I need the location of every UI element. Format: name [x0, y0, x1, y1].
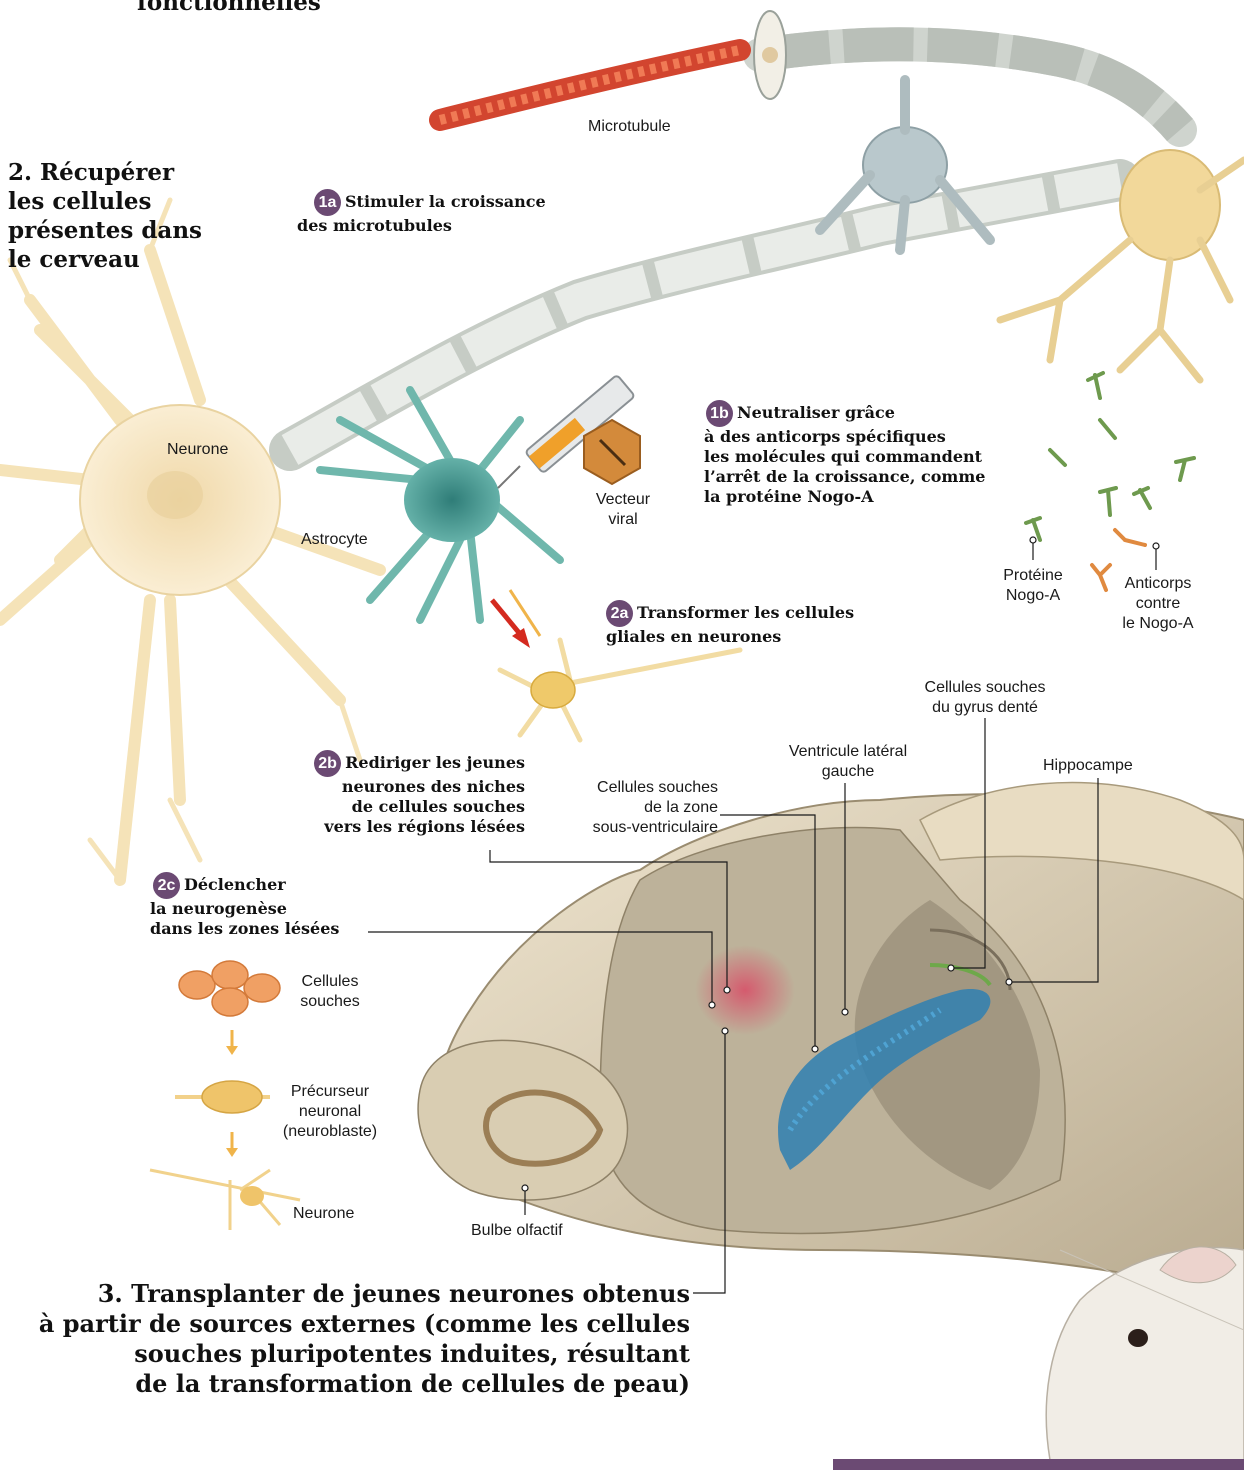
label-precurseur: Précurseur neuronal (neuroblaste) [275, 1082, 385, 1142]
step-2b-line: vers les régions lésées [280, 817, 525, 837]
label-cs-svz-line: sous-ventriculaire [560, 818, 718, 838]
header-fragment: fonctionnelles [137, 0, 321, 17]
step-1b-line: à des anticorps spécifiques [704, 427, 1046, 447]
label-hippocampe: Hippocampe [1043, 756, 1133, 776]
label-bulbe-olfactif: Bulbe olfactif [471, 1221, 563, 1241]
label-microtubule: Microtubule [588, 117, 671, 137]
young-neuron-illustration [500, 640, 740, 740]
step-1b-line: les molécules qui commandent [704, 447, 1046, 467]
step-2b-line: neurones des niches [280, 777, 525, 797]
section2-title-line: les cellules [8, 187, 268, 216]
section3-title-line: souches pluripotentes induites, résultan… [10, 1339, 690, 1369]
label-ventricule-line: gauche [768, 762, 928, 782]
label-vecteur-viral: Vecteur viral [578, 490, 668, 530]
step-2c-badge: 2c [153, 872, 180, 899]
section3-title-line: 3. Transplanter de jeunes neurones obten… [10, 1279, 690, 1309]
label-cs-svz-line: de la zone [560, 798, 718, 818]
step-2c-line: dans les zones lésées [150, 919, 413, 939]
step-1b-line: la protéine Nogo-A [704, 487, 1046, 507]
label-cs-svz-line: Cellules souches [560, 778, 718, 798]
section2-title-line: le cerveau [8, 245, 268, 274]
conversion-arrows [492, 590, 540, 648]
section2-title-line: 2. Récupérer [8, 158, 268, 187]
step-2b-line: de cellules souches [280, 797, 525, 817]
label-proteine-nogo: Protéine Nogo-A [988, 566, 1078, 606]
step-2a-badge: 2a [606, 600, 633, 627]
step-2b-badge: 2b [314, 750, 341, 777]
label-astrocyte: Astrocyte [301, 530, 368, 550]
step-1b-line: l’arrêt de la croissance, comme [704, 467, 1046, 487]
label-precurseur-line: Précurseur [275, 1082, 385, 1102]
label-cs-gyrus-line: Cellules souches [900, 678, 1070, 698]
section3-title-line: de la transformation de cellules de peau… [10, 1369, 690, 1399]
label-vecteur-line: viral [578, 510, 668, 530]
label-cs-gyrus-line: du gyrus denté [900, 698, 1070, 718]
step-2a-line: gliales en neurones [606, 627, 926, 647]
label-neurone-small: Neurone [293, 1204, 354, 1224]
label-proteine-line: Nogo-A [988, 586, 1078, 606]
section2-title-line: présentes dans [8, 216, 268, 245]
label-neurone-large: Neurone [167, 440, 228, 460]
label-cellules-souches: Cellules souches [285, 972, 375, 1012]
label-anticorps-line: le Nogo-A [1108, 614, 1208, 634]
step-1b-badge: 1b [706, 400, 733, 427]
step-1a-line: des microtubules [297, 216, 614, 236]
astrocyte-illustration [320, 390, 560, 620]
label-cs-gyrus: Cellules souches du gyrus denté [900, 678, 1070, 718]
label-precurseur-line: (neuroblaste) [275, 1122, 385, 1142]
label-cellules-souches-line: souches [285, 992, 375, 1012]
label-anticorps-line: Anticorps [1108, 574, 1208, 594]
label-proteine-line: Protéine [988, 566, 1078, 586]
label-ventricule-line: Ventricule latéral [768, 742, 928, 762]
label-cs-svz: Cellules souches de la zone sous-ventric… [560, 778, 718, 838]
label-precurseur-line: neuronal [275, 1102, 385, 1122]
label-vecteur-line: Vecteur [578, 490, 668, 510]
step-1a-badge: 1a [314, 189, 341, 216]
step-2c-line: la neurogenèse [150, 899, 413, 919]
label-anticorps: Anticorps contre le Nogo-A [1108, 574, 1208, 634]
label-ventricule: Ventricule latéral gauche [768, 742, 928, 782]
antibodies-illustration [1026, 373, 1194, 590]
label-cellules-souches-line: Cellules [285, 972, 375, 992]
section2-title: 2. Récupérer les cellules présentes dans… [8, 158, 268, 274]
label-anticorps-line: contre [1108, 594, 1208, 614]
footer-accent-bar [833, 1459, 1244, 1470]
section3-title-line: à partir de sources externes (comme les … [10, 1309, 690, 1339]
section3-title: 3. Transplanter de jeunes neurones obten… [10, 1279, 690, 1399]
